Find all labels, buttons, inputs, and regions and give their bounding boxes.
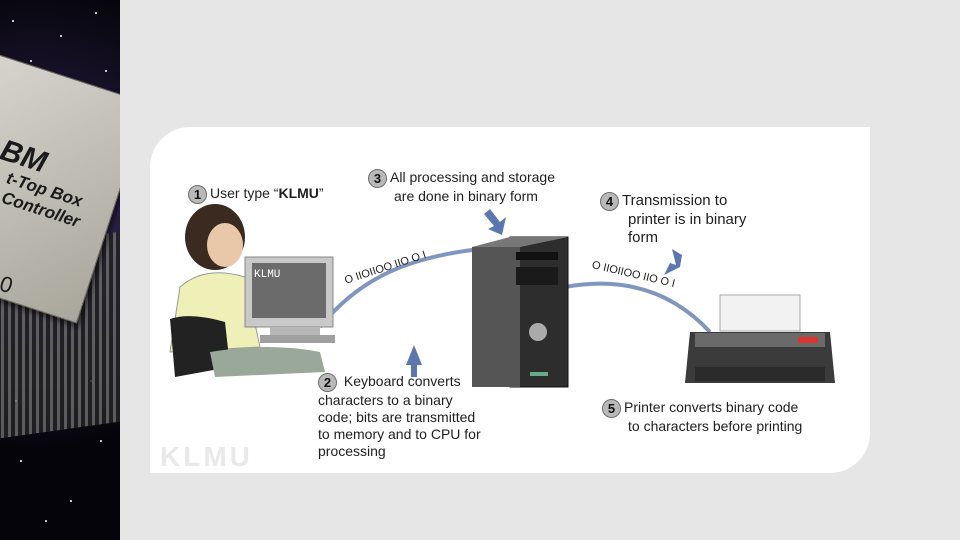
step-1-bold: KLMU (278, 185, 319, 201)
step-2-badge: 2 (318, 373, 337, 392)
step-2-line: Keyboard converts (343, 373, 461, 389)
diagram-illustration (169, 204, 835, 388)
step-2-line: characters to a binary (318, 392, 453, 408)
printer (685, 294, 835, 383)
step-3-badge: 3 (368, 169, 387, 188)
step-5-line: Printer converts binary code (624, 399, 799, 415)
step-1-text: User type “ (210, 185, 279, 201)
step-4-line: printer is in binary (628, 211, 747, 228)
printer-cable (564, 281, 712, 334)
step-1-suffix: ” (318, 185, 324, 201)
binary-diagram-card: KLMU (150, 127, 870, 473)
screen-text: KLMU (254, 269, 281, 281)
step-1-badge: 1 (188, 185, 207, 204)
step-2-line: processing (318, 443, 386, 459)
watermark-text: KLMU (160, 441, 253, 472)
step-4-badge: 4 (600, 192, 619, 211)
step-2-label: 2 Keyboard converts characters to a bina… (318, 373, 481, 460)
step-3-line: All processing and storage (390, 169, 555, 185)
keyboard-cable (318, 247, 481, 329)
step-3-line: are done in binary form (394, 188, 538, 204)
monitor (244, 256, 335, 343)
step-4-line: Transmission to (622, 192, 728, 209)
step-2-line: code; bits are transmitted (318, 409, 476, 425)
step-4-line: form (628, 229, 658, 246)
computer-tower (472, 236, 569, 388)
step-2-line: to memory and to CPU for (318, 426, 481, 442)
chip-background-image: BM t-Top Box Controller 0 (0, 0, 120, 540)
step-arrows (406, 209, 682, 377)
step-5-badge: 5 (602, 399, 621, 418)
step-5-line: to characters before printing (628, 418, 803, 434)
